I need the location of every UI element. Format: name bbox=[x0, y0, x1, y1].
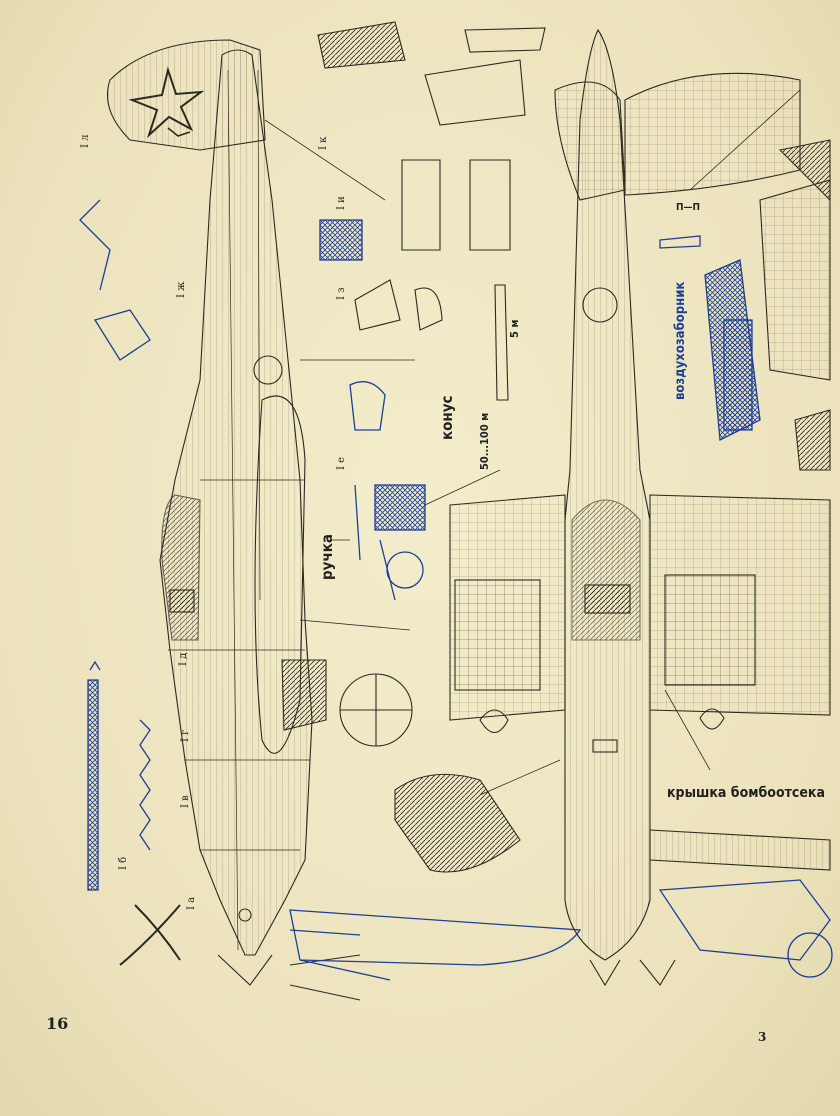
section-mark: I е bbox=[336, 456, 347, 470]
page-number: 16 bbox=[46, 1014, 69, 1033]
corner-mark: 3 bbox=[758, 1030, 767, 1044]
cone-label: конус bbox=[438, 395, 456, 440]
plan-view-aircraft bbox=[449, 28, 831, 987]
section-mark: I з bbox=[336, 287, 347, 300]
section-mark: I г bbox=[180, 729, 191, 742]
handle-label: ручка bbox=[318, 534, 336, 580]
section-mark: I и bbox=[336, 196, 347, 210]
side-view-fuselage bbox=[106, 39, 327, 986]
air-intake-label: воздухозаборник bbox=[673, 281, 688, 400]
section-pp-label: П—П bbox=[676, 202, 701, 213]
bomb-bay-cover-label: крышка бомбоотсека bbox=[667, 785, 825, 801]
section-mark: I а bbox=[186, 896, 197, 910]
dimension-label: 50...100 м bbox=[478, 412, 491, 470]
section-mark: I в bbox=[180, 795, 191, 808]
detail-drawings bbox=[119, 21, 831, 1001]
section-mark: I д bbox=[178, 652, 189, 666]
leader-lines bbox=[264, 89, 801, 796]
blue-detail-drawings bbox=[79, 199, 833, 981]
length-label: 5 м bbox=[508, 319, 521, 338]
section-mark: I к bbox=[318, 136, 329, 150]
section-mark: I б bbox=[118, 856, 129, 870]
section-mark: I ж bbox=[176, 281, 187, 298]
section-mark: I л bbox=[80, 134, 91, 148]
